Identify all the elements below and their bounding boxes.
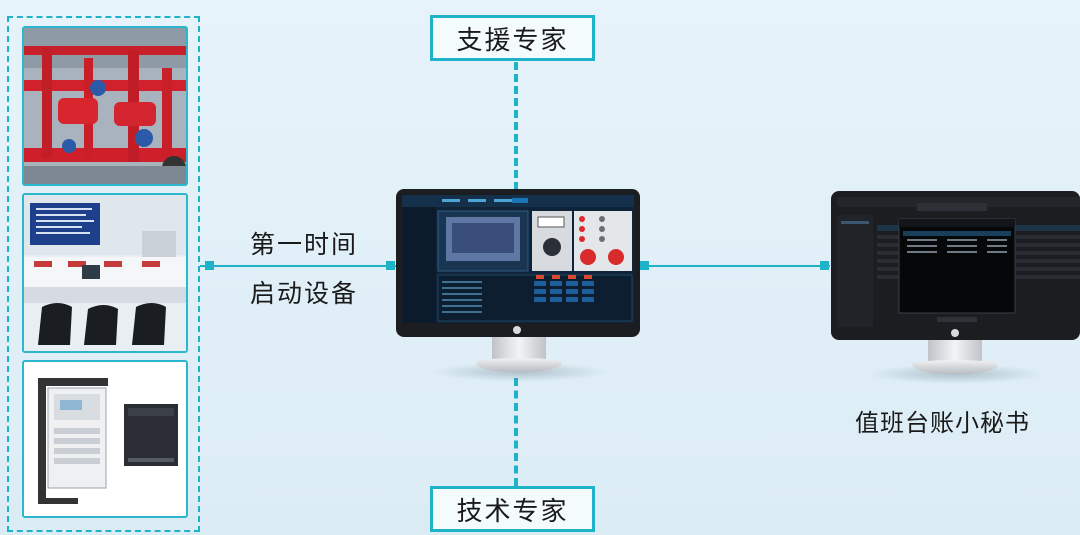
duty-ledger-screen-image [837,197,1080,327]
control-panel-screen-image [402,195,634,323]
connector-right [640,265,830,267]
alarm-cabinet-image [24,362,186,516]
connector-node [205,261,214,270]
equipment-panel [7,16,200,532]
connector-left [200,265,396,267]
connector-top [514,62,518,190]
monitor-shadow [430,362,610,382]
right-monitor [831,191,1080,340]
control-room-image [24,195,186,351]
connector-node [640,261,649,270]
monitor-stand-base [476,358,562,372]
monitor-shadow [866,364,1046,384]
apple-logo-icon [513,326,521,334]
fire-pump-room-photo [22,26,188,186]
connector-node [386,261,395,270]
first-time-label: 第一时间 [250,230,359,259]
right-monitor-screen [837,197,1080,327]
monitor-stand-neck [492,336,546,362]
center-monitor [396,189,640,337]
connector-bottom [514,378,518,486]
duty-assistant-label: 值班台账小秘书 [855,409,1030,437]
start-device-label: 启动设备 [250,279,359,308]
monitor-stand-base [912,360,998,374]
connector-node [820,261,829,270]
support-expert-label: 支援专家 [456,25,569,56]
apple-logo-icon [951,329,959,337]
monitor-stand-neck [928,338,982,364]
center-monitor-screen [402,195,634,323]
support-expert-box: 支援专家 [430,15,595,61]
tech-expert-box: 技术专家 [430,486,595,532]
tech-expert-label: 技术专家 [456,496,569,527]
fire-pump-room-image [24,28,186,184]
fire-control-room-photo [22,193,188,353]
fire-alarm-cabinet-photo [22,360,188,518]
